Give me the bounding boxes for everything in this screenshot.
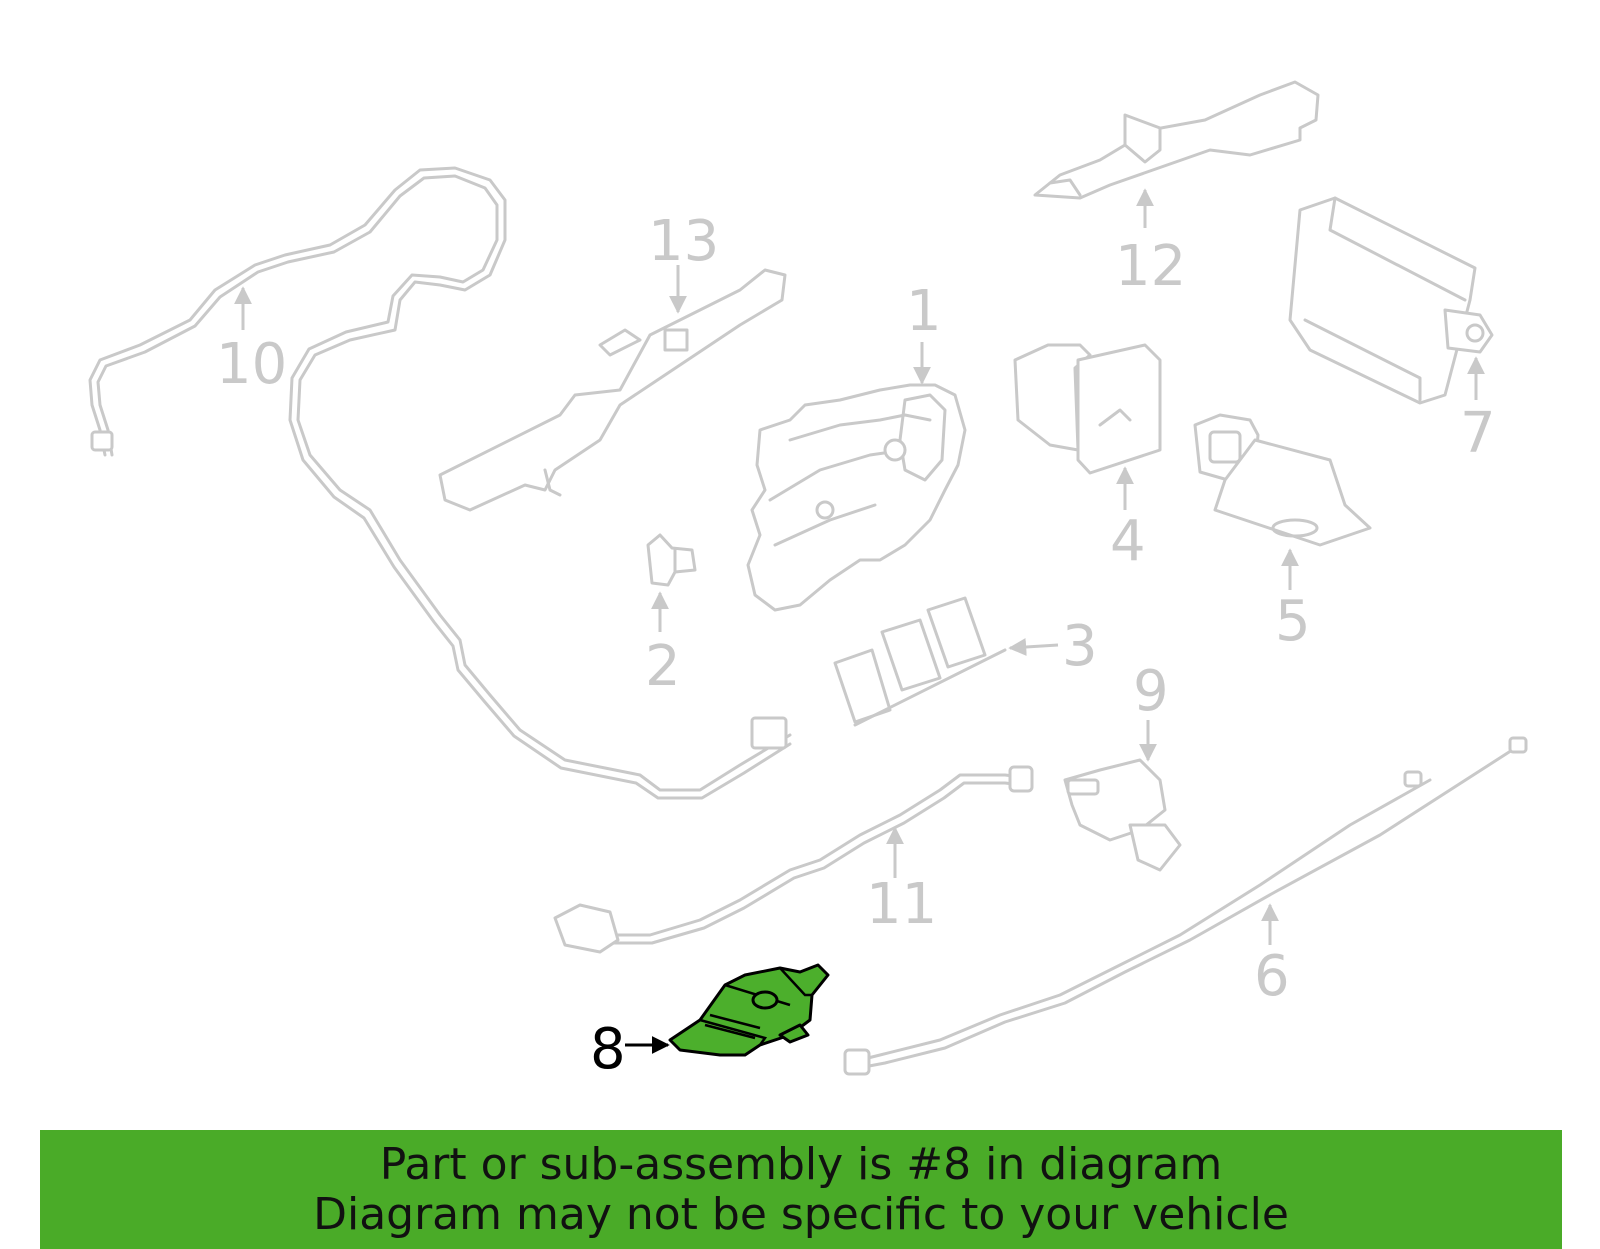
callout-7: 7	[1460, 401, 1496, 466]
part-10-cable[interactable]	[88, 166, 792, 800]
info-banner: Part or sub-assembly is #8 in diagram Di…	[40, 1130, 1562, 1249]
callout-9: 9	[1133, 659, 1169, 724]
part-4-switch[interactable]	[1013, 343, 1162, 475]
parts-diagram: 10 13 12 7 1 2	[88, 80, 1528, 1082]
part-6-harness[interactable]	[843, 736, 1528, 1076]
callout-6: 6	[1254, 944, 1290, 1009]
callout-2: 2	[645, 634, 681, 699]
part-13-bracket[interactable]	[438, 268, 787, 512]
banner-line-2: Diagram may not be specific to your vehi…	[313, 1189, 1289, 1240]
callout-12: 12	[1115, 234, 1186, 299]
callout-1: 1	[906, 279, 942, 344]
part-9-sensor[interactable]	[1063, 758, 1182, 872]
part-5-base[interactable]	[1193, 413, 1372, 547]
callout-5: 5	[1275, 589, 1311, 654]
part-11-wire[interactable]	[553, 765, 1034, 954]
part-3-clips[interactable]	[833, 596, 1007, 727]
callout-13: 13	[648, 209, 719, 274]
part-1-latch[interactable]	[746, 383, 967, 612]
callout-4: 4	[1110, 509, 1146, 574]
callout-8: 8	[590, 1017, 626, 1082]
part-12-mount[interactable]	[1033, 80, 1320, 200]
part-7-control-module[interactable]	[1288, 196, 1494, 405]
callout-10: 10	[216, 332, 287, 397]
part-2-bolt[interactable]	[646, 533, 697, 587]
callout-3: 3	[1062, 614, 1098, 679]
banner-line-1: Part or sub-assembly is #8 in diagram	[379, 1139, 1223, 1190]
part-8-highlighted[interactable]	[668, 963, 830, 1057]
callout-11: 11	[866, 872, 937, 937]
